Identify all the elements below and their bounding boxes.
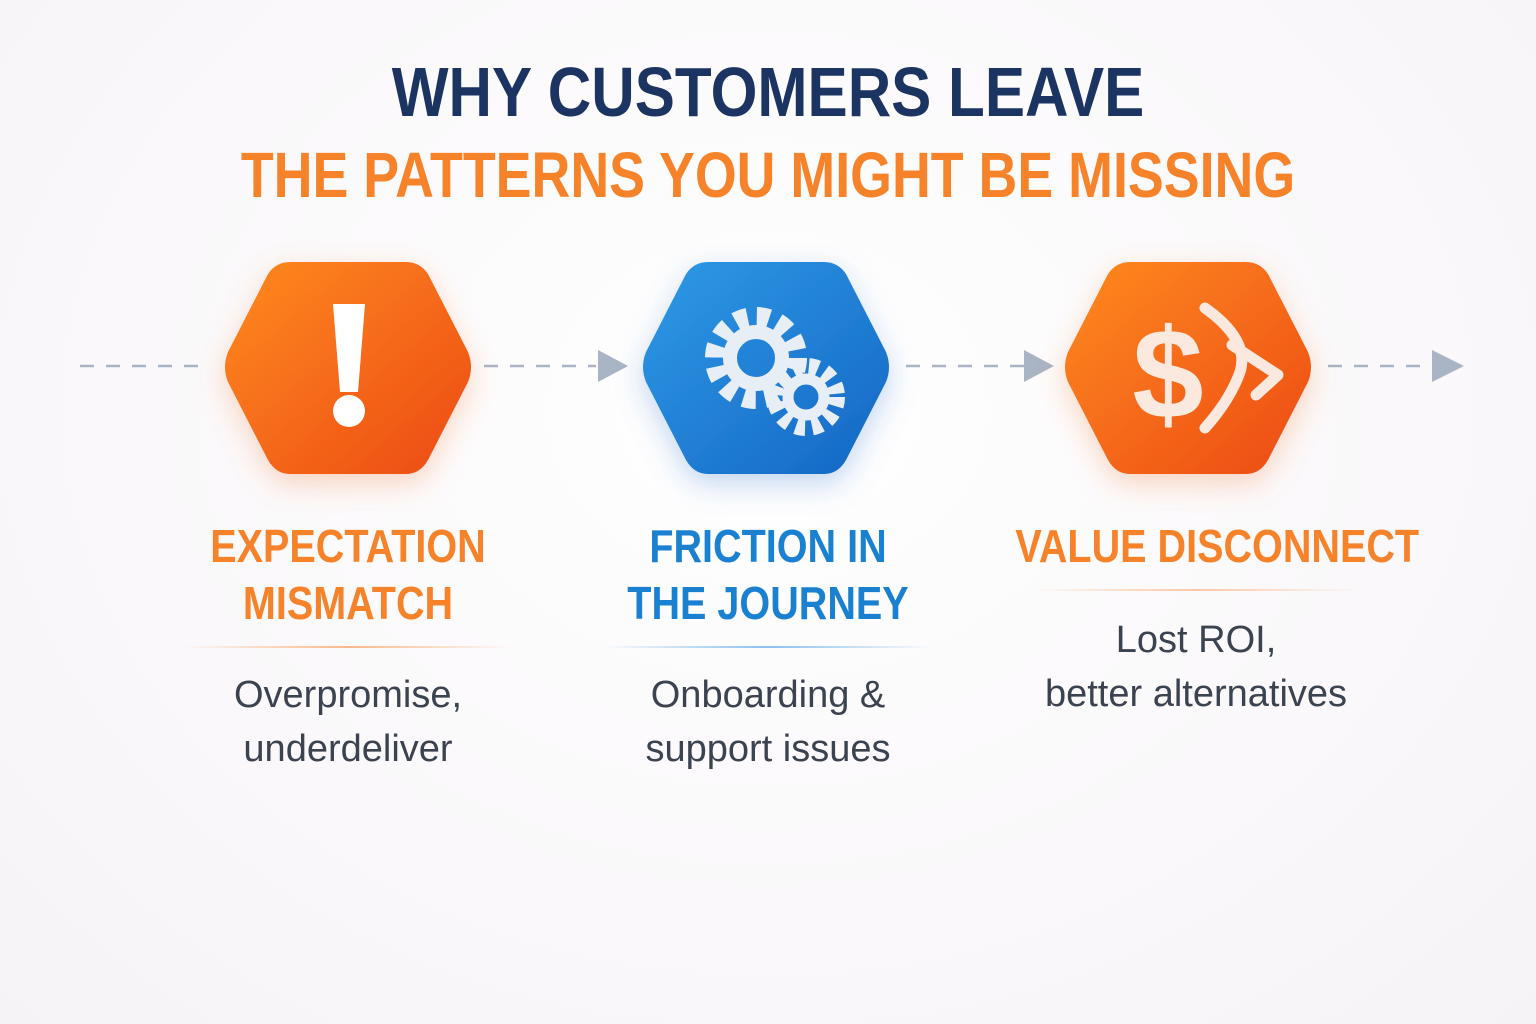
divider	[1031, 589, 1361, 591]
divider	[183, 646, 513, 648]
arrow-head-icon	[598, 350, 628, 382]
gears-icon	[705, 307, 845, 436]
svg-text:$: $	[1132, 303, 1203, 446]
heading-line: VALUE DISCONNECT	[1015, 520, 1420, 572]
hexagon-friction	[643, 262, 889, 474]
divider	[603, 646, 933, 648]
step-description: Lost ROI, better alternatives	[986, 613, 1406, 721]
body-line: support issues	[645, 728, 891, 770]
heading-line: THE JOURNEY	[627, 577, 909, 629]
page-subtitle: THE PATTERNS YOU MIGHT BE MISSING	[240, 139, 1296, 211]
hexagon-value	[1065, 262, 1311, 474]
dollar-leaving-icon: $	[1132, 302, 1284, 446]
heading-line: EXPECTATION	[210, 520, 486, 572]
page-title: WHY CUSTOMERS LEAVE	[391, 53, 1145, 131]
heading-line: MISMATCH	[242, 577, 454, 629]
body-line: Onboarding &	[650, 674, 886, 716]
step-heading: VALUE DISCONNECT	[1015, 518, 1420, 575]
step-expectation: EXPECTATION MISMATCH Overpromise, underd…	[138, 518, 558, 776]
step-heading: FRICTION IN THE JOURNEY	[587, 518, 948, 632]
step-description: Overpromise, underdeliver	[138, 668, 558, 776]
body-line: Overpromise,	[233, 674, 463, 716]
body-line: better alternatives	[1044, 673, 1348, 715]
step-heading: EXPECTATION MISMATCH	[167, 518, 528, 632]
heading-line: FRICTION IN	[649, 520, 887, 572]
body-line: underdeliver	[243, 728, 453, 770]
step-value: VALUE DISCONNECT Lost ROI, better altern…	[986, 518, 1420, 721]
step-description: Onboarding & support issues	[558, 668, 978, 776]
body-line: Lost ROI,	[1115, 619, 1277, 661]
arrow-head-icon	[1024, 350, 1054, 382]
exclamation-icon	[333, 304, 365, 427]
step-friction: FRICTION IN THE JOURNEY Onboarding & sup…	[558, 518, 978, 776]
arrow-head-icon	[1432, 350, 1464, 382]
